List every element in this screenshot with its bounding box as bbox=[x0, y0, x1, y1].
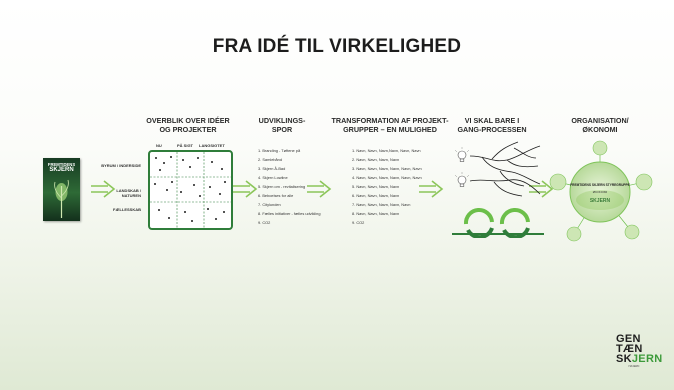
list-item: 1. Navn, Navn, Navn,Navn, Navn, Navn bbox=[352, 148, 421, 153]
org-node bbox=[566, 226, 582, 242]
ideas-matrix-dots bbox=[150, 152, 231, 228]
arrow-right-icon bbox=[233, 180, 258, 198]
tree-roots-illustration bbox=[469, 141, 541, 197]
organisation-diagram: FREMTIDENS SKJERN STYREGRUPPE ØKONOMI SK… bbox=[549, 140, 653, 242]
list-item: 3. Skjern Å-Bad bbox=[258, 166, 286, 171]
list-item: 9. CO2 bbox=[258, 220, 271, 225]
list-item: 8. Fælles initiativer - fælles udvikling bbox=[258, 211, 321, 216]
org-node bbox=[635, 173, 653, 191]
list-item: 8. Navn, Navn, Navn, Navn bbox=[352, 211, 400, 216]
transformation-heading: TRANSFORMATION AF PROJEKT- GRUPPER – EN … bbox=[327, 116, 453, 134]
logo-line3: SKJERN bbox=[616, 353, 662, 365]
development-list: 1. Branding - Tøftene på 2. Samlebånd 3.… bbox=[258, 146, 321, 227]
list-item: 6. Beboelses for alle bbox=[258, 193, 294, 198]
book-cover-image: FREMTIDENS SKJERN bbox=[43, 158, 80, 221]
overview-heading-line2: OG PROJEKTER bbox=[159, 124, 217, 134]
grid-row-label: BYRUM / INDERSIDE bbox=[101, 163, 141, 168]
book-plant-illustration bbox=[54, 179, 69, 218]
arrow-right-icon bbox=[91, 180, 116, 198]
development-heading: UDVIKLINGS- SPOR bbox=[247, 116, 317, 134]
development-heading-line1: UDVIKLINGS- bbox=[258, 116, 306, 125]
logo-line1: GEN bbox=[616, 333, 641, 345]
slide-title: FRA IDÉ TIL VIRKELIGHED bbox=[212, 36, 462, 57]
overview-heading-line1: OVERBLIK OVER IDÉER bbox=[146, 116, 230, 125]
arrow-right-icon bbox=[419, 180, 444, 198]
book-title: FREMTIDENS SKJERN bbox=[43, 162, 80, 174]
grid-column-head: LANGSIGTET bbox=[199, 143, 225, 148]
organisation-heading: ORGANISATION/ ØKONOMI bbox=[560, 116, 640, 134]
grid-row-label: FÆLLESSKAB bbox=[113, 207, 141, 212]
list-item: 9. CO2 bbox=[352, 220, 365, 225]
cycle-arrows-icon bbox=[452, 208, 544, 238]
book-title-line2: SKJERN bbox=[49, 167, 74, 173]
gang-heading: VI SKAL BARE I GANG-PROCESSEN bbox=[450, 116, 534, 134]
list-item: 5. Navn, Navn, Navn, Navn bbox=[352, 184, 400, 189]
ideas-matrix bbox=[148, 150, 233, 230]
gang-heading-line2: GANG-PROCESSEN bbox=[457, 124, 527, 134]
transformation-heading-line1: TRANSFORMATION AF PROJEKT- bbox=[331, 116, 449, 125]
arrow-right-icon bbox=[307, 180, 332, 198]
list-item: 1. Branding - Tøftene på bbox=[258, 148, 301, 153]
list-item: 3. Navn, Navn, Navn, Navn, Navn, Navn bbox=[352, 166, 422, 171]
gentaen-skjern-logo: GEN TÆN SKJERN bbox=[616, 333, 662, 365]
organisation-heading-line2: ØKONOMI bbox=[582, 124, 618, 134]
list-item: 2. Navn, Navn, Navn, Navn bbox=[352, 157, 400, 162]
list-item: 4. Navn, Navn, Navn, Navn, Navn, Navn bbox=[352, 175, 422, 180]
grid-column-head: NU bbox=[156, 143, 162, 148]
logo-line2: TÆN bbox=[616, 343, 643, 355]
grid-column-head: PÅ SIGT bbox=[177, 143, 194, 148]
org-node bbox=[549, 173, 567, 191]
list-item: 2. Samlebånd bbox=[258, 157, 283, 162]
organisation-center-sub: ØKONOMI bbox=[593, 190, 608, 194]
organisation-center-brand: SKJERN bbox=[590, 198, 611, 204]
list-item: 4. Skjern Lowline bbox=[258, 175, 288, 180]
gang-heading-line1: VI SKAL BARE I bbox=[464, 116, 520, 125]
transformation-list: 1. Navn, Navn, Navn,Navn, Navn, Navn 2. … bbox=[352, 146, 422, 227]
gang-process-illustration bbox=[452, 141, 544, 238]
org-node bbox=[624, 224, 640, 240]
grid-row-label: LANDSKAB / NATUREN bbox=[116, 188, 141, 198]
book-title-line1: FREMTIDENS bbox=[47, 162, 76, 167]
organisation-heading-line1: ORGANISATION/ bbox=[571, 116, 629, 125]
list-item: 7. Citylunden bbox=[258, 202, 281, 207]
organisation-center-title: FREMTIDENS SKJERN STYREGRUPPE bbox=[570, 183, 630, 187]
development-heading-line2: SPOR bbox=[271, 124, 293, 134]
org-node bbox=[592, 140, 608, 156]
organisation-center-circle bbox=[569, 161, 631, 223]
list-item: 7. Navn, Navn, Navn, Navn, Navn bbox=[352, 202, 411, 207]
list-item: 5. Skjern om - revitalisering bbox=[258, 184, 306, 189]
logo-line3-a: SK bbox=[616, 353, 632, 365]
transformation-heading-line2: GRUPPER – EN MULIGHED bbox=[343, 124, 437, 134]
overview-heading: OVERBLIK OVER IDÉER OG PROJEKTER bbox=[138, 116, 238, 134]
list-item: 6. Navn, Navn, Navn, Navn bbox=[352, 193, 400, 198]
lightbulb-icon bbox=[457, 150, 467, 187]
logo-line3-b: JERN bbox=[631, 353, 663, 365]
logo-tagline: I SKJERN bbox=[628, 365, 640, 368]
